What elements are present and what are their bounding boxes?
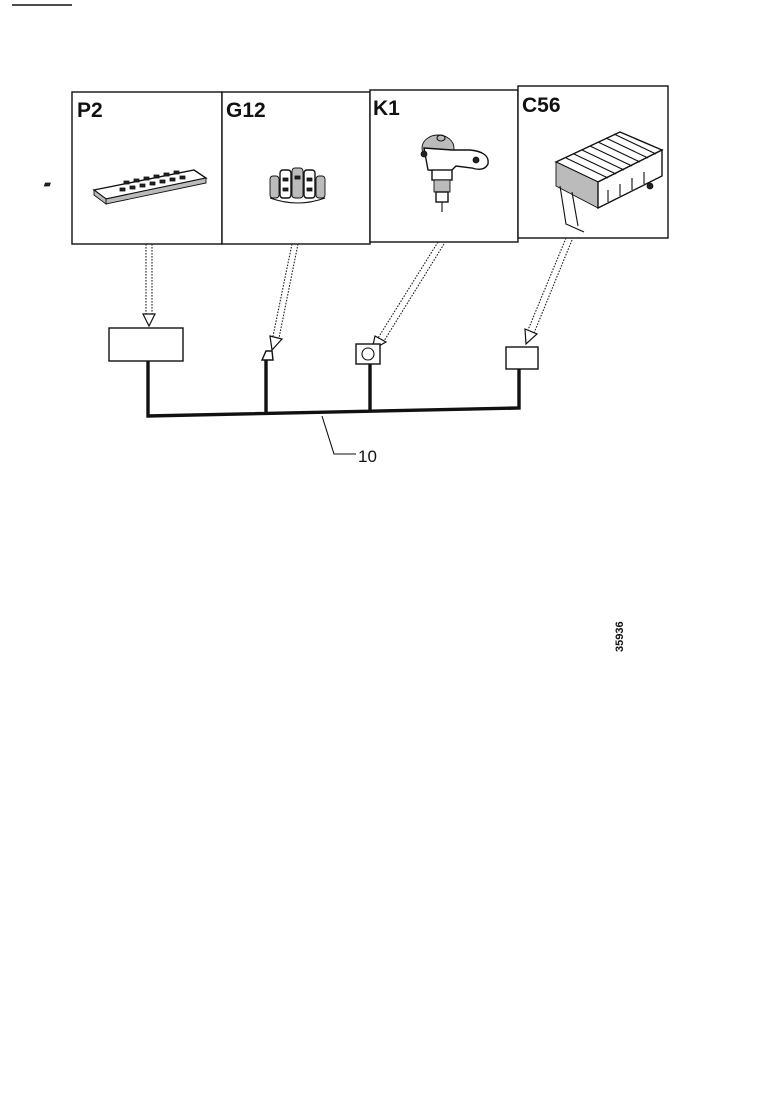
pointer-c56 xyxy=(524,237,573,346)
pointer-g12 xyxy=(269,243,299,352)
k1-component-illustration xyxy=(420,134,489,212)
harness-wire xyxy=(146,360,521,418)
c56-symbol-box xyxy=(505,346,539,370)
p2-symbol-box xyxy=(108,327,184,362)
panel-k1-label: K1 xyxy=(373,97,400,120)
pointer-p2 xyxy=(142,244,156,328)
k1-symbol xyxy=(355,343,381,365)
panel-g12-label: G12 xyxy=(226,99,266,122)
figure-number: 35936 xyxy=(614,621,626,652)
pointer-k1 xyxy=(371,241,445,352)
harness-callout-leader xyxy=(321,415,356,455)
g12-component-illustration xyxy=(269,167,326,204)
panel-k1: K1 xyxy=(369,89,519,243)
panel-p2: P2 xyxy=(43,91,223,245)
panel-c56: C56 xyxy=(517,85,669,239)
harness-callout-number: 10 xyxy=(358,447,377,466)
c56-module-illustration xyxy=(554,131,664,233)
p2-connector-illustration xyxy=(43,169,208,205)
panel-c56-label: C56 xyxy=(522,94,561,117)
g12-symbol xyxy=(260,350,274,361)
panel-g12: G12 xyxy=(221,91,371,245)
panel-p2-label: P2 xyxy=(77,99,103,122)
